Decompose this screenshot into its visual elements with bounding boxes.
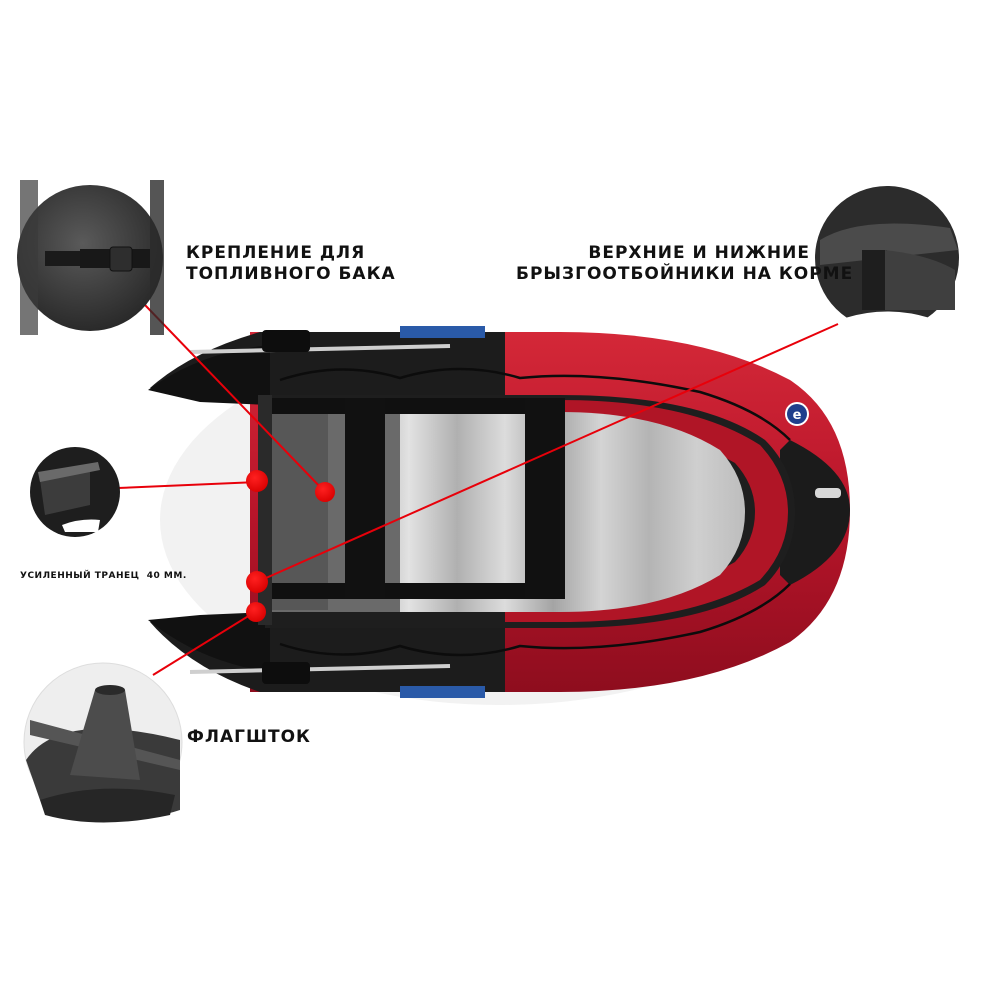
leader-line-fuel [144,304,326,493]
detail-splash-guards [815,186,959,332]
leader-line-transom [117,481,258,489]
bench-frame-bottom [265,583,565,599]
oar-blade-top [262,330,310,352]
detail-transom [30,447,120,537]
hotspot-splash-guards[interactable] [246,571,268,593]
callout-reinforced-transom: УСИЛЕННЫЙ ТРАНЕЦ 40 ММ. [20,571,187,581]
brand-logo-icon: e [785,402,809,426]
rope-top [279,367,791,441]
bench-frame-top [265,398,565,414]
bench-seat-1 [345,398,385,598]
oar-blade-bottom [262,662,310,684]
hotspot-flagpole[interactable] [246,602,266,622]
brand-sticker-top [400,326,485,338]
transom-inner [268,414,328,610]
detail-fuel-strap [17,180,164,335]
hotspot-transom[interactable] [246,470,268,492]
oar-top [189,344,451,354]
leader-line-splash [256,323,839,583]
bow-handle [815,488,841,498]
rope-bottom [279,583,791,657]
callout-flagpole: ФЛАГШТОК [187,727,311,747]
bow-cap [780,440,850,585]
callout-fuel-tank-mount: КРЕПЛЕНИЕ ДЛЯ ТОПЛИВНОГО БАКА [186,243,396,285]
transom [258,395,272,625]
bench-seat-2 [525,398,565,598]
svg-text:e: e [793,408,802,423]
stern-cone-top [148,345,270,405]
detail-flagpole [23,662,183,823]
callout-stern-splash-guards: ВЕРХНИЕ И НИЖНИЕ БРЫЗГООТБОЙНИКИ НА КОРМ… [516,243,854,285]
oar-bottom [189,664,451,674]
hotspot-fuel-mount[interactable] [315,482,335,502]
stern-cone-bottom [148,612,270,672]
leader-line-flag [152,611,256,676]
brand-sticker-bottom [400,686,485,698]
